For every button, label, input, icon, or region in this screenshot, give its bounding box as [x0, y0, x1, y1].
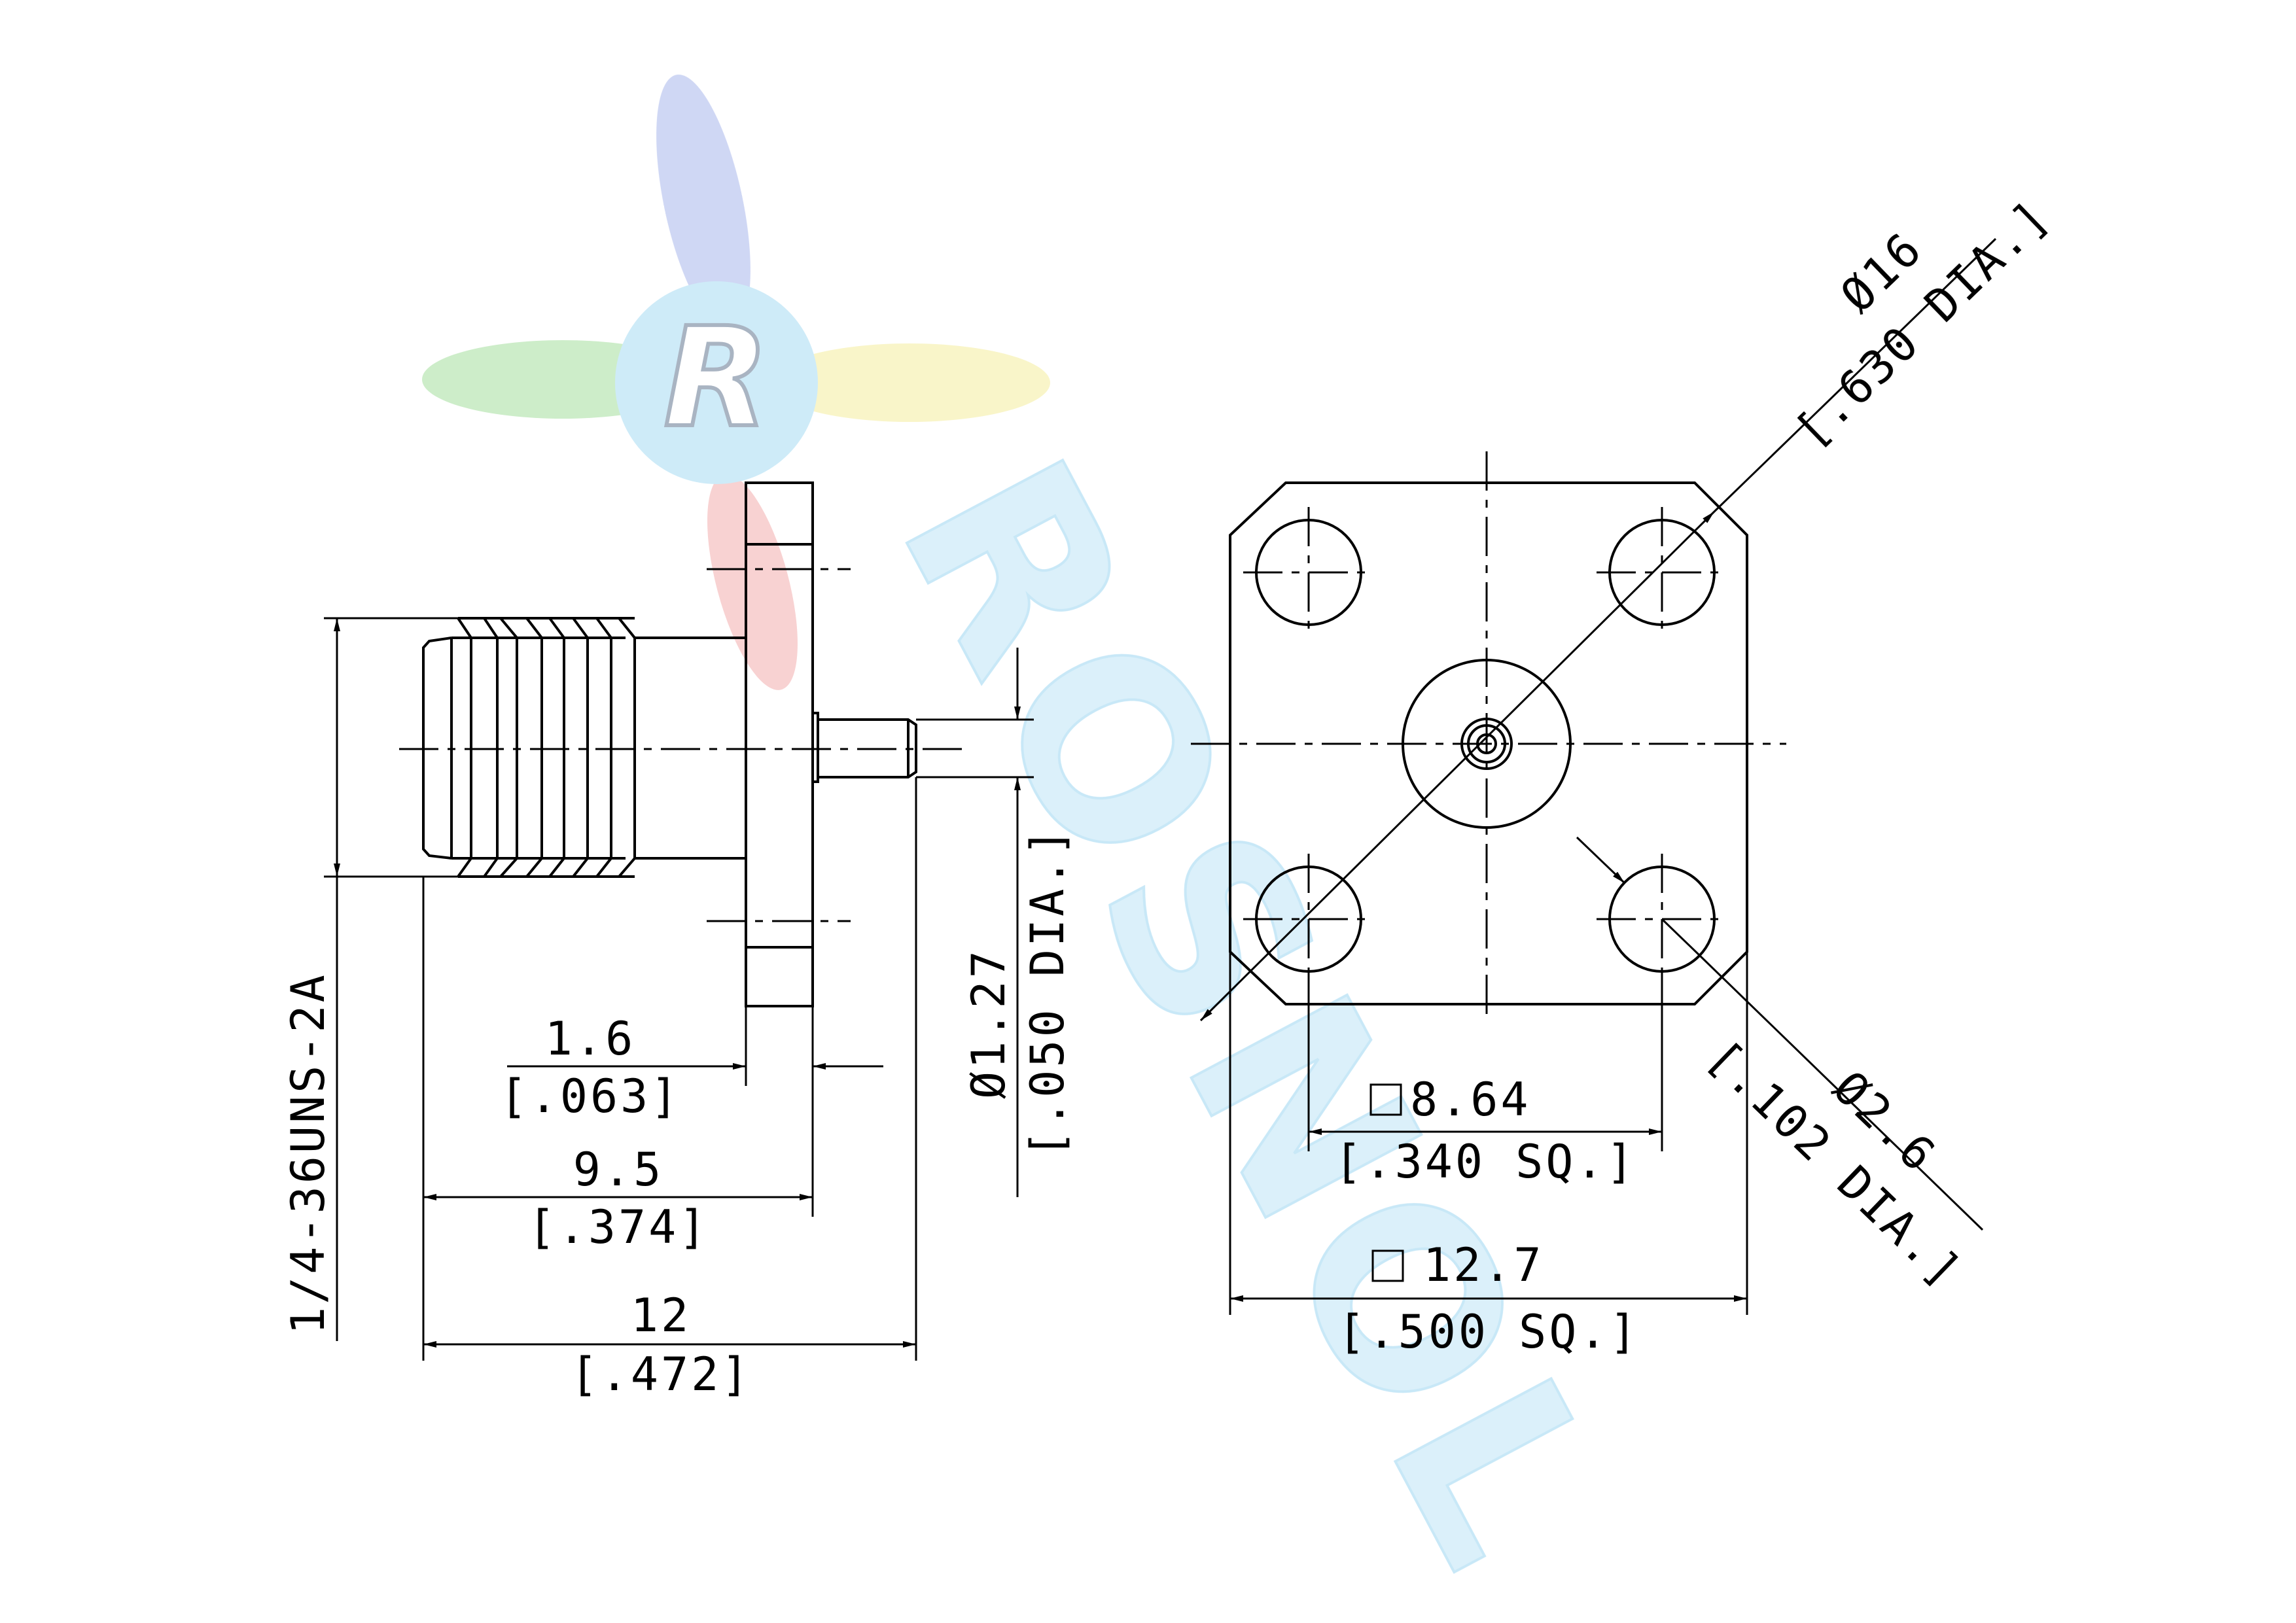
pin-diameter-mm: Ø1.27 — [962, 948, 1016, 1099]
flange-diameter-leader-ext — [1713, 237, 1997, 513]
mounting-hole-top-right — [1597, 507, 1727, 638]
flange-thickness-inch: [.063] — [500, 1070, 681, 1123]
overall-length-inch: [.472] — [571, 1348, 752, 1401]
hole-diameter-inch: [.102 DIA.] — [1697, 1030, 1973, 1299]
hole-spacing-mm: 8.64 — [1410, 1073, 1531, 1126]
body-length-inch: [.374] — [528, 1200, 709, 1254]
logo-ellipse-yellow — [769, 343, 1050, 422]
overall-length-mm: 12 — [631, 1289, 691, 1342]
flange-diameter-inch: [.630 DIA.] — [1784, 189, 2060, 459]
square-symbol-icon-2 — [1371, 1249, 1404, 1282]
logo-ellipse-blue — [656, 74, 751, 332]
flange-diameter-leader — [1199, 510, 1716, 1022]
logo-circle-cyan — [615, 281, 818, 484]
flange-square-inch: [.500 SQ.] — [1337, 1305, 1639, 1359]
body-length-mm: 9.5 — [573, 1143, 663, 1196]
insulator-step — [811, 712, 819, 783]
logo-letter: R — [663, 298, 769, 458]
mounting-hole-top-left — [1243, 507, 1374, 638]
hole-spacing-inch: [.340 SQ.] — [1334, 1135, 1636, 1189]
logo-ellipse-red — [707, 474, 798, 690]
flange-thickness-mm: 1.6 — [545, 1012, 635, 1066]
hole-diameter-arrow-in — [1576, 836, 1626, 884]
body-neck — [635, 637, 746, 860]
side-view: 1/4-36UNS-2A 1.6 [.063] 9.5 [.374] 12 [.… — [281, 481, 1074, 1401]
pin-diameter-inch: [.050 DIA.] — [1021, 826, 1074, 1158]
thread-pattern — [457, 617, 636, 878]
thread-spec-label: 1/4-36UNS-2A — [281, 972, 335, 1335]
flange-square-mm: 12.7 — [1423, 1238, 1544, 1292]
contact-pin — [818, 718, 917, 778]
hole-diameter-arrow-out — [1661, 918, 1701, 956]
square-symbol-icon — [1369, 1083, 1402, 1116]
